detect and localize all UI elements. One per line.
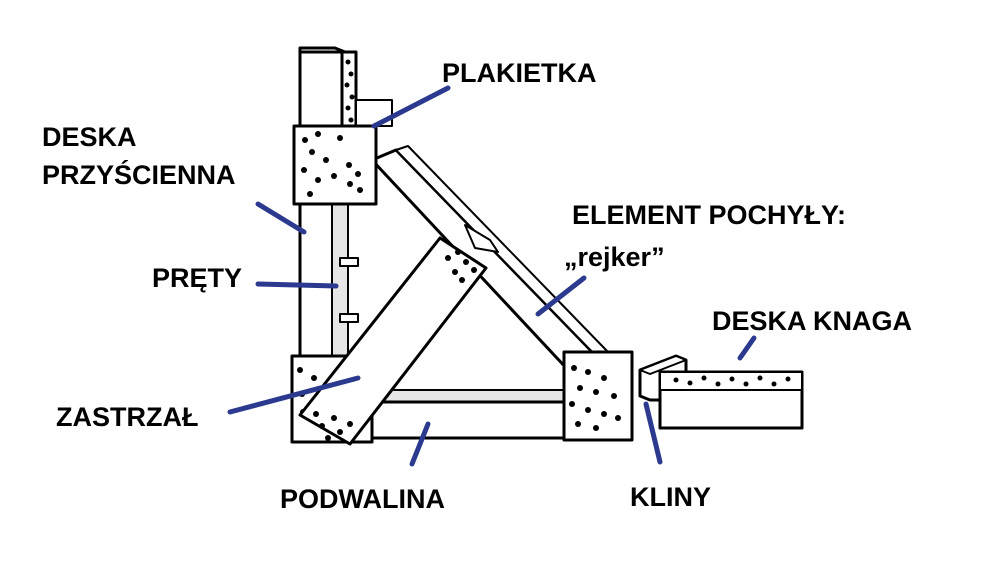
label-plakietka: PLAKIETKA [442,58,597,88]
pointer-zastrzal [227,375,361,415]
pointer-prety [255,281,339,289]
pointer-plakietka [371,85,451,129]
label-element-pochyly: ELEMENT POCHYŁY: [572,200,846,230]
cleat-board [658,370,804,430]
top-plate [292,124,378,206]
pointer-lines [227,85,757,467]
rods [339,257,359,323]
label-zastrzal: ZASTRZAŁ [56,402,198,432]
label-prety: PRĘTY [152,263,242,293]
label-kliny: KLINY [630,482,711,512]
right-plate [562,350,634,442]
label-podwalina: PODWALINA [280,484,445,514]
pointer-kliny [643,401,663,465]
label-deska-knaga: DESKA KNAGA [712,306,912,336]
label-deska-przyscienna-line1: DESKA [42,122,137,152]
label-deska-przyscienna-line2: PRZYŚCIENNA [42,159,236,190]
base-beam [368,389,577,440]
pointer-deska-przyscienna [255,201,307,235]
inclined-element [370,145,609,374]
pointer-rejker [535,275,587,317]
brace [298,236,488,446]
pointer-deska-knaga [737,335,757,361]
pointer-podwalina [409,421,431,467]
labels: PLAKIETKA DESKA PRZYŚCIENNA ELEMENT POCH… [42,58,912,514]
label-rejker: „rejker” [564,242,665,272]
